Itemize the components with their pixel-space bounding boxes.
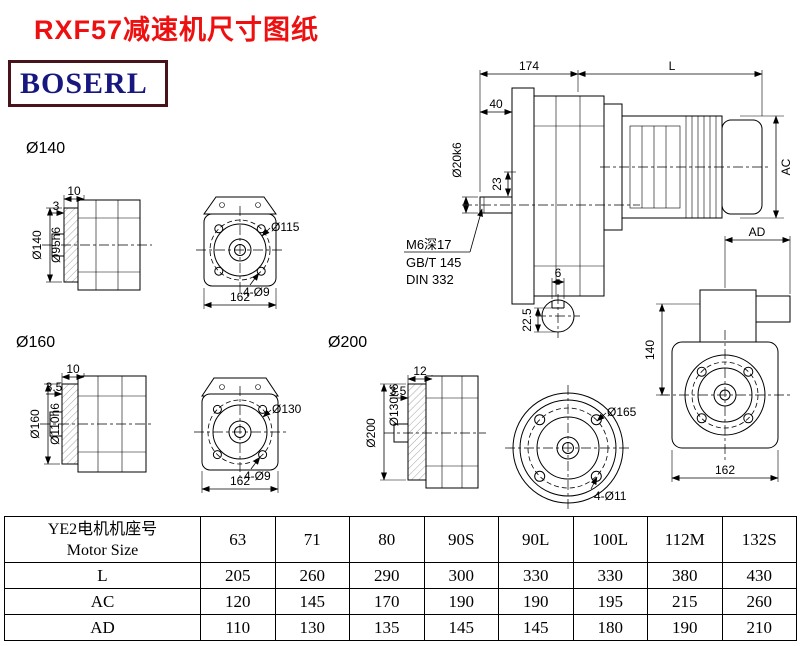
table-row-AD: AD 110 130 135 145 145 180 190 210 <box>4 614 797 641</box>
cell-AD-90S: 145 <box>423 614 499 641</box>
dim-flange200-bolt-circle: Ø165 <box>607 405 637 419</box>
dim-flange140-bolt-circle: Ø115 <box>271 220 300 234</box>
flange160-label: Ø160 <box>16 334 55 351</box>
view-flange200-group: Ø200 12 3.5 Ø200 Ø130h6 <box>328 334 637 511</box>
size-col-100L: 100L <box>572 516 648 563</box>
cell-AC-63: 120 <box>200 588 276 615</box>
flange140-side-view: 10 3 Ø140 Ø95h6 <box>30 184 152 291</box>
note-gbt: GB/T 145 <box>406 255 461 270</box>
dim-flange160-holes: 4-Ø9 <box>244 469 271 483</box>
dim-flange160-od: Ø160 <box>28 409 42 439</box>
dim-main-AD: AD <box>749 225 766 239</box>
size-col-90L: 90L <box>498 516 574 563</box>
view-flange140-group: Ø140 10 3 Ø140 Ø95h6 <box>26 140 300 309</box>
table-row-L: L 205 260 290 300 330 330 380 430 <box>4 562 797 589</box>
dim-flange140-holes: 4-Ø9 <box>243 285 270 299</box>
cell-L-90S: 300 <box>423 562 499 589</box>
cell-AD-63: 110 <box>200 614 276 641</box>
dim-key-depth: 22.5 <box>520 308 534 332</box>
table-row-AC: AC 120 145 170 190 190 195 215 260 <box>4 588 797 615</box>
dim-main-40: 40 <box>489 97 503 111</box>
note-tap: M6深17 <box>406 237 452 252</box>
dim-flange200-pilot: Ø130h6 <box>387 383 401 426</box>
main-assembly-view: 174 L 40 Ø20k6 23 M6深17 GB/T 145 DIN 332… <box>404 59 793 482</box>
motor-size-header-en: Motor Size <box>66 541 139 559</box>
dim-flange160-width: 162 <box>230 474 250 488</box>
cell-AC-132S: 260 <box>721 588 797 615</box>
note-din: DIN 332 <box>406 272 454 287</box>
cell-L-112M: 380 <box>647 562 723 589</box>
table-header-row: YE2电机机座号 Motor Size 63 71 80 90S 90L 100… <box>4 516 797 563</box>
cell-AC-112M: 215 <box>647 588 723 615</box>
flange200-side-view: 12 3.5 Ø200 Ø130h6 <box>364 364 486 489</box>
cell-AC-71: 145 <box>274 588 350 615</box>
size-col-112M: 112M <box>647 516 723 563</box>
cell-L-80: 290 <box>349 562 425 589</box>
row-label-AD: AD <box>4 614 201 641</box>
brand-logo-text: BOSERL <box>20 66 148 100</box>
cell-AD-80: 135 <box>349 614 425 641</box>
page-title: RXF57减速机尺寸图纸 <box>34 15 320 45</box>
cell-AC-90S: 190 <box>423 588 499 615</box>
cell-AD-132S: 210 <box>721 614 797 641</box>
cell-L-100L: 330 <box>572 562 648 589</box>
dim-flange140-step: 3 <box>53 199 60 213</box>
flange140-label: Ø140 <box>26 140 65 157</box>
cell-AD-100L: 180 <box>572 614 648 641</box>
size-col-90S: 90S <box>423 516 499 563</box>
cell-AD-71: 130 <box>274 614 350 641</box>
motor-size-header-cn: YE2电机机座号 <box>47 520 158 538</box>
dim-main-L: L <box>669 59 676 73</box>
output-flange-face-view: AD 140 162 <box>643 225 792 482</box>
cell-AD-90L: 145 <box>498 614 574 641</box>
view-flange160-group: Ø160 10 3.5 Ø160 Ø110h6 <box>16 334 302 493</box>
size-col-71: 71 <box>274 516 350 563</box>
dim-main-162: 162 <box>715 463 735 477</box>
dim-main-AC: AC <box>779 158 793 175</box>
flange200-label: Ø200 <box>328 334 367 351</box>
technical-drawing: Ø140 10 3 Ø140 Ø95h6 <box>16 59 793 511</box>
dim-key-width: 6 <box>555 266 562 280</box>
cell-L-71: 260 <box>274 562 350 589</box>
cell-L-90L: 330 <box>498 562 574 589</box>
dim-flange200-od: Ø200 <box>364 418 378 448</box>
shaft-key-section: 6 22.5 <box>520 266 580 338</box>
dim-main-140: 140 <box>643 340 657 360</box>
flange160-front-view: Ø130 4-Ø9 162 <box>194 377 302 493</box>
dim-flange140-od: Ø140 <box>30 230 44 260</box>
flange160-side-view: 10 3.5 Ø160 Ø110h6 <box>28 362 152 473</box>
cell-AC-100L: 195 <box>572 588 648 615</box>
dim-flange200-step: 3.5 <box>390 384 407 398</box>
dim-flange160-bolt-circle: Ø130 <box>272 402 302 416</box>
row-label-L: L <box>4 562 201 589</box>
cell-AC-80: 170 <box>349 588 425 615</box>
dim-flange140-width: 162 <box>230 290 250 304</box>
dim-main-offset: 23 <box>490 177 504 191</box>
cell-AD-112M: 190 <box>647 614 723 641</box>
flange140-front-view: Ø115 4-Ø9 162 <box>196 196 300 309</box>
motor-size-table: YE2电机机座号 Motor Size 63 71 80 90S 90L 100… <box>4 516 797 641</box>
dim-flange140-pilot: Ø95h6 <box>49 227 63 263</box>
size-col-132S: 132S <box>721 516 797 563</box>
dim-flange200-thickness: 12 <box>413 364 427 378</box>
dim-flange160-pilot: Ø110h6 <box>48 403 62 445</box>
dim-flange200-holes: 4-Ø11 <box>594 489 627 503</box>
row-label-AC: AC <box>4 588 201 615</box>
dim-flange140-thickness: 10 <box>67 184 81 198</box>
flange200-front-view: Ø165 4-Ø11 <box>505 385 637 511</box>
dim-main-174: 174 <box>519 59 539 73</box>
brand-logo: BOSERL <box>8 60 168 107</box>
size-col-63: 63 <box>200 516 276 563</box>
size-col-80: 80 <box>349 516 425 563</box>
cell-AC-90L: 190 <box>498 588 574 615</box>
dim-flange160-thickness: 10 <box>66 362 80 376</box>
cell-L-132S: 430 <box>721 562 797 589</box>
dim-main-shaft: Ø20k6 <box>450 142 464 178</box>
cell-L-63: 205 <box>200 562 276 589</box>
motor-size-header-cell: YE2电机机座号 Motor Size <box>4 516 201 563</box>
